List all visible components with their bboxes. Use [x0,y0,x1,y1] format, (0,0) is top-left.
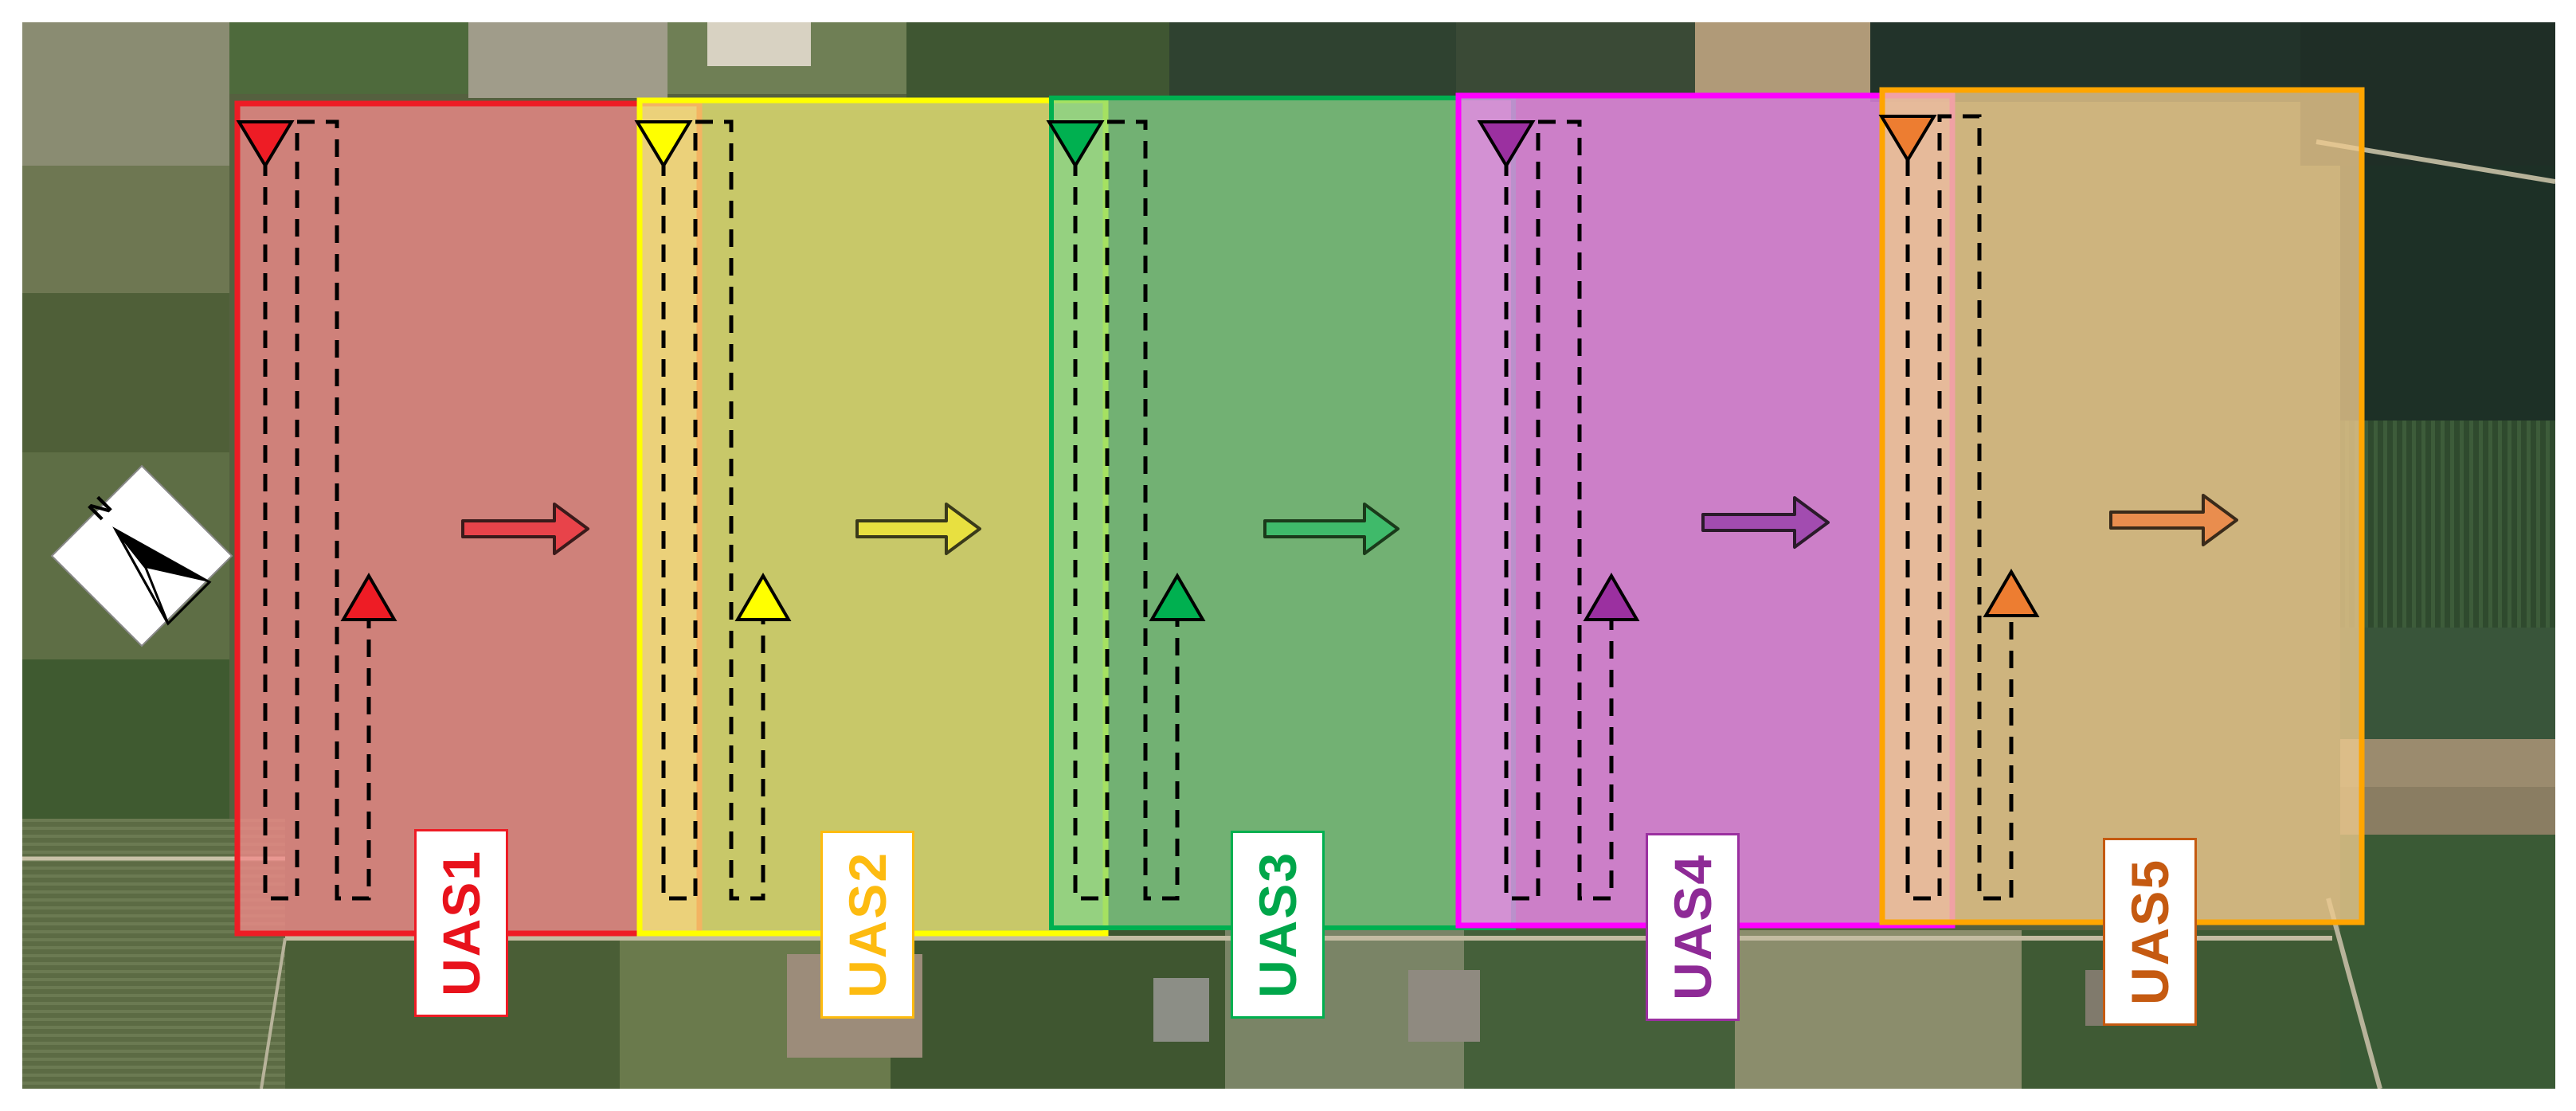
uas5-coverage-rectangle [1879,87,2365,925]
north-arrow-icon: N [50,464,233,647]
uas3-label-text: UAS3 [1248,851,1307,999]
uas3-direction-arrow-icon [1263,503,1400,555]
uas5-direction-arrow-icon [2109,494,2238,546]
uas1-label-text: UAS1 [432,849,491,997]
uas4-label: UAS4 [1646,833,1740,1021]
uas4-label-text: UAS4 [1663,853,1722,1001]
uas1-coverage-rectangle [234,100,703,937]
uas5-end-marker-icon [1983,569,2040,617]
map-frame: N UAS1 UAS2 UAS3 UAS4 UAS5 [22,22,2555,1089]
uas5-area [1878,87,2365,925]
uas3-flight-path [1073,119,1180,901]
uas2-label-text: UAS2 [838,851,897,999]
uas3-area [1046,96,1516,930]
uas3-coverage-rectangle [1049,96,1516,930]
uas1-direction-arrow-icon [461,503,589,555]
uas2-label: UAS2 [820,831,914,1019]
uas2-area [634,97,1109,937]
uas2-start-marker-icon [634,120,693,169]
uas3-end-marker-icon [1149,573,1206,621]
uas4-direction-arrow-icon [1701,496,1830,549]
uas1-area [234,100,703,937]
uas2-coverage-rectangle [636,97,1109,937]
uas1-flight-path [263,119,371,901]
uas4-end-marker-icon [1583,573,1640,621]
uas4-coverage-rectangle [1455,92,1955,929]
uas2-flight-path [661,119,765,901]
uas1-start-marker-icon [236,120,295,169]
uas5-label: UAS5 [2103,838,2197,1026]
uas4-start-marker-icon [1477,120,1536,169]
uas-coverage-areas [234,87,2365,937]
uas3-start-marker-icon [1046,120,1105,169]
satellite-map [22,22,2555,1089]
uas2-direction-arrow-icon [855,503,981,555]
uas5-label-text: UAS5 [2120,858,2179,1006]
uas4-area [1455,92,1955,929]
uas1-label: UAS1 [414,829,508,1017]
uas4-flight-path [1504,119,1614,901]
uas5-start-marker-icon [1878,115,1937,163]
uas3-label: UAS3 [1231,831,1325,1019]
uas2-end-marker-icon [734,573,792,621]
uas1-end-marker-icon [340,573,397,621]
